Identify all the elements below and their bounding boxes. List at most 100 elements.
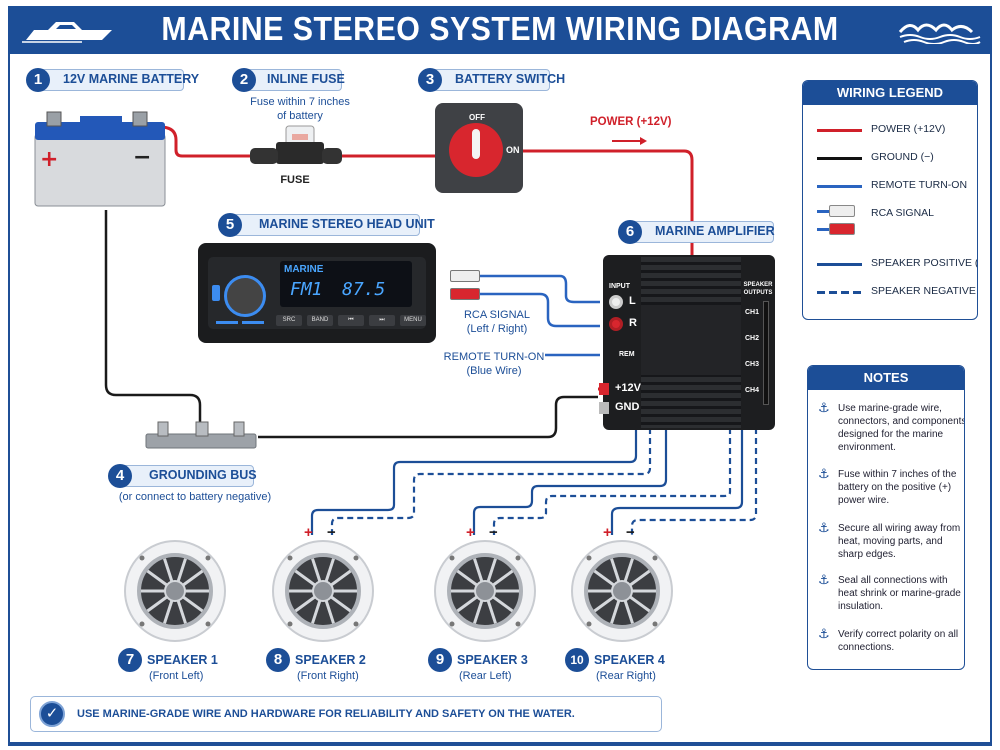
mode-button[interactable] <box>212 285 220 301</box>
note-text: Fuse within 7 inches of the battery on t… <box>838 469 957 506</box>
battery-label-text: 12V MARINE BATTERY <box>63 72 200 86</box>
amp-ch3-label: CH3 <box>745 361 760 368</box>
bottom-rule <box>8 742 992 745</box>
step-number-9: 9 <box>428 648 452 672</box>
amp-right-label: R <box>629 317 637 329</box>
rca-jack-left[interactable] <box>609 295 623 309</box>
next-track-button[interactable]: ⏭ <box>369 315 395 326</box>
display-screen: MARINE FM1 87.5 <box>280 261 412 307</box>
step-number-5: 5 <box>218 213 242 237</box>
band-button[interactable]: BAND <box>307 315 333 326</box>
note-item: ⚓Verify correct polarity on all connecti… <box>818 627 964 654</box>
amplifier-center-panel <box>641 305 741 375</box>
battery-switch-label: BATTERY SWITCH <box>428 69 565 91</box>
amp-ch1-label: CH1 <box>745 309 760 316</box>
src-button[interactable]: SRC <box>276 315 302 326</box>
menu-button[interactable]: MENU <box>400 315 426 326</box>
speaker-negative-terminal: − <box>327 524 336 541</box>
battery-switch[interactable]: OFF ON <box>435 103 523 193</box>
note-item: ⚓Seal all connections with heat shrink o… <box>818 573 964 613</box>
power-annotation: POWER (+12V) <box>590 116 672 128</box>
legend-swatch <box>817 291 862 294</box>
speaker-position: (Front Left) <box>149 670 204 682</box>
speaker1-negative-wire <box>330 428 652 535</box>
volume-knob[interactable] <box>224 275 266 317</box>
note-text: Secure all wiring away from heat, moving… <box>838 523 961 560</box>
fuse-note: Fuse within 7 inches of battery <box>230 95 370 123</box>
amp-outputs-label: SPEAKER OUTPUTS <box>743 281 773 297</box>
prev-track-button[interactable]: ⏮ <box>338 315 364 326</box>
grounding-bus-note: (or connect to battery negative) <box>118 491 272 503</box>
amp-ch2-label: CH2 <box>745 335 760 342</box>
fuse-note-line1: Fuse within 7 inches <box>250 96 350 108</box>
amp-outputs-line2: OUTPUTS <box>743 290 773 296</box>
legend-title: WIRING LEGEND <box>803 81 977 105</box>
speaker-label: SPEAKER 2 <box>295 653 366 667</box>
power-wire-switch-amp <box>522 149 694 258</box>
speaker-negative-terminal: − <box>489 524 498 541</box>
amp-outputs-line1: SPEAKER <box>743 282 773 288</box>
legend-label: GROUND (−) <box>871 151 934 163</box>
display-brand: MARINE <box>284 264 324 275</box>
fuse-note-line2: of battery <box>277 110 323 122</box>
speaker2-positive-wire <box>472 428 668 535</box>
header-bar: MARINE STEREO SYSTEM WIRING DIAGRAM <box>8 6 992 54</box>
grounding-bus-label-text: GROUNDING BUS <box>149 468 257 482</box>
legend-swatch <box>817 157 862 160</box>
display-band: FM1 <box>290 279 323 300</box>
amp-input-label: INPUT <box>609 283 630 290</box>
switch-knob-indicator <box>472 129 480 159</box>
grounding-bus-icon <box>145 421 257 449</box>
rca-jack-right[interactable] <box>609 317 623 331</box>
wiring-legend: WIRING LEGEND POWER (+12V) GROUND (−) REMO… <box>802 80 978 320</box>
amplifier: INPUT L R REM +12V GND SPEAKER OUTPUTS C… <box>599 255 775 430</box>
fuse-icon <box>250 125 342 164</box>
fuse-caption: FUSE <box>280 174 310 186</box>
head-unit-buttons: SRC BAND ⏮ ⏭ MENU <box>276 315 426 326</box>
battery-icon: + − <box>34 111 166 207</box>
speaker-positive-terminal: + <box>603 524 612 541</box>
waves-icon <box>898 23 981 44</box>
power-arrow-head <box>640 137 647 145</box>
legend-label: RCA SIGNAL <box>871 207 935 219</box>
step-number-3: 3 <box>418 68 442 92</box>
legend-label: POWER (+12V) <box>871 123 946 135</box>
legend-swatch <box>817 129 862 132</box>
display-frequency: 87.5 <box>342 279 386 300</box>
rca-annotation-line2: (Left / Right) <box>466 323 528 335</box>
legend-label: SPEAKER POSITIVE (+) <box>871 257 978 269</box>
notes-panel: NOTES ⚓Use marine-grade wire, connectors… <box>807 365 965 670</box>
indicator-light-1 <box>216 321 238 324</box>
rca-plug-red <box>450 288 480 300</box>
remote-annotation: REMOTE TURN-ON (Blue Wire) <box>440 350 548 378</box>
rca-annotation: RCA SIGNAL (Left / Right) <box>452 308 542 336</box>
legend-label: REMOTE TURN-ON <box>871 179 968 191</box>
note-item: ⚓Secure all wiring away from heat, movin… <box>818 521 964 561</box>
grounding-bus-label: GROUNDING BUS <box>120 465 257 487</box>
fuse-label: INLINE FUSE <box>242 69 345 91</box>
legend-label: SPEAKER NEGATIVE (−) <box>871 285 977 297</box>
step-number-1: 1 <box>26 68 50 92</box>
rca-left-wire <box>480 274 600 304</box>
rca-right-wire <box>480 292 600 328</box>
step-number-10: 10 <box>565 648 589 672</box>
speaker3-positive-wire <box>610 428 744 535</box>
battery-label: 12V MARINE BATTERY <box>36 69 199 91</box>
rca-plug-white <box>450 270 480 282</box>
note-text: Use marine-grade wire, connectors, and c… <box>838 403 965 453</box>
speaker-positive-terminal: + <box>304 524 313 541</box>
amp-ground-terminal <box>599 402 609 414</box>
checkmark-icon: ✓ <box>39 701 65 727</box>
step-number-8: 8 <box>266 648 290 672</box>
anchor-icon: ⚓ <box>818 400 830 415</box>
remote-annotation-line2: (Blue Wire) <box>466 365 522 377</box>
speaker-label: SPEAKER 3 <box>457 653 528 667</box>
amp-left-label: L <box>629 295 636 307</box>
speaker3-negative-wire <box>630 428 758 535</box>
speaker-label: SPEAKER 1 <box>147 653 218 667</box>
note-item: ⚓ Use marine-grade wire, connectors, and … <box>818 400 965 454</box>
amp-power-terminal <box>599 383 609 395</box>
ground-wire-bus-amp <box>258 395 598 439</box>
battery-plus-sign: + <box>40 147 58 172</box>
